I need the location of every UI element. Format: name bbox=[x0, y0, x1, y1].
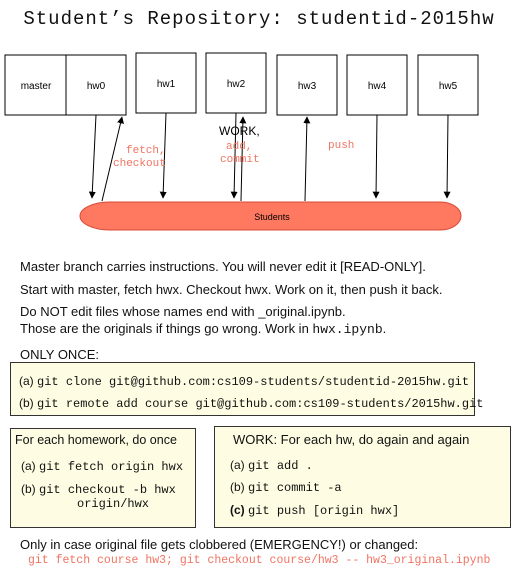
note-originals-end: . bbox=[382, 321, 387, 336]
arrow-hw0-down bbox=[88, 114, 97, 199]
emergency-command: git fetch course hw3; git checkout cours… bbox=[28, 554, 491, 567]
checkout-command-cont: origin/hwx bbox=[77, 497, 150, 511]
work-step-c: (c) git push [origin hwx] bbox=[230, 503, 399, 518]
only-once-step-b: (b) git remote add course git@github.com… bbox=[19, 396, 484, 411]
work-loop-box: WORK: For each hw, do again and again (a… bbox=[214, 426, 511, 528]
arrow-hw4-down bbox=[372, 114, 380, 199]
commit-command: git commit -a bbox=[248, 481, 342, 495]
each-hw-once-box: For each homework, do once (a) git fetch… bbox=[10, 428, 196, 528]
checkout-command: git checkout -b hwx bbox=[39, 483, 176, 497]
students-ellipse bbox=[79, 201, 462, 231]
arrow-work-loop bbox=[239, 116, 247, 202]
arrow-hw1-down bbox=[159, 112, 167, 199]
step-a-label: (a) bbox=[19, 374, 34, 388]
note-working-file: hwx.ipynb bbox=[312, 322, 383, 337]
branch-label-hw2: hw2 bbox=[227, 79, 246, 90]
step-a-label: (a) bbox=[230, 458, 245, 472]
step-b-label: (b) bbox=[21, 482, 36, 496]
branch-box-hw4 bbox=[346, 54, 408, 116]
label-fetch: fetch, bbox=[126, 145, 166, 157]
step-b-label: (b) bbox=[19, 396, 34, 410]
branch-box-hw2 bbox=[205, 52, 267, 114]
label-commit: commit bbox=[220, 154, 260, 166]
note-workflow: Start with master, fetch hwx. Checkout h… bbox=[20, 282, 443, 297]
branch-label-hw0: hw0 bbox=[87, 81, 106, 92]
each-hw-once-heading: For each homework, do once bbox=[15, 433, 177, 447]
branch-box-hw3 bbox=[276, 54, 338, 116]
only-once-heading: ONLY ONCE: bbox=[20, 347, 99, 362]
page-title: Student’s Repository: studentid-2015hw bbox=[23, 8, 495, 30]
label-work: WORK, bbox=[219, 124, 260, 138]
note-originals-text: Those are the originals if things go wro… bbox=[20, 321, 313, 336]
note-do-not-edit: Do NOT edit files whose names end with _… bbox=[20, 304, 346, 319]
arrow-hw5-down bbox=[443, 114, 451, 199]
only-once-step-a: (a) git clone git@github.com:cs109-stude… bbox=[19, 374, 469, 389]
branch-box-hw5 bbox=[417, 54, 479, 116]
fetch-command: git fetch origin hwx bbox=[39, 460, 184, 474]
push-command: git push [origin hwx] bbox=[248, 504, 400, 518]
arrow-fetch-up bbox=[101, 116, 124, 202]
work-loop-heading: WORK: For each hw, do again and again bbox=[233, 432, 470, 447]
work-step-b: (b) git commit -a bbox=[230, 480, 342, 495]
clone-command: git clone git@github.com:cs109-students/… bbox=[37, 375, 470, 389]
each-hw-step-b: (b) git checkout -b hwx bbox=[21, 482, 176, 497]
each-hw-step-a: (a) git fetch origin hwx bbox=[21, 459, 183, 474]
students-label: Students bbox=[254, 212, 290, 222]
branch-label-master: master bbox=[21, 81, 52, 92]
note-master-readonly: Master branch carries instructions. You … bbox=[20, 259, 426, 274]
note-originals: Those are the originals if things go wro… bbox=[20, 320, 386, 338]
label-add: add, bbox=[226, 141, 252, 153]
branch-label-hw3: hw3 bbox=[298, 81, 317, 92]
emergency-heading: Only in case original file gets clobbere… bbox=[20, 537, 419, 552]
branch-label-hw1: hw1 bbox=[157, 79, 176, 90]
branch-label-hw5: hw5 bbox=[439, 81, 458, 92]
step-b-label: (b) bbox=[230, 480, 245, 494]
branch-label-hw4: hw4 bbox=[368, 81, 387, 92]
label-push: push bbox=[328, 140, 354, 152]
step-c-label: (c) bbox=[230, 503, 245, 517]
branch-diagram: master hw0 hw1 hw2 hw3 hw4 hw5 Students … bbox=[4, 52, 479, 231]
only-once-box: (a) git clone git@github.com:cs109-stude… bbox=[10, 362, 484, 416]
branch-box-hw1 bbox=[135, 52, 197, 114]
arrow-push-up bbox=[303, 116, 311, 202]
branch-boxes bbox=[4, 52, 479, 116]
add-command: git add . bbox=[248, 459, 313, 473]
work-step-a: (a) git add . bbox=[230, 458, 313, 473]
remote-add-command: git remote add course git@github.com:cs1… bbox=[37, 397, 484, 411]
label-checkout: checkout bbox=[113, 158, 166, 170]
arrow-hw2-down bbox=[230, 112, 238, 199]
step-a-label: (a) bbox=[21, 459, 36, 473]
